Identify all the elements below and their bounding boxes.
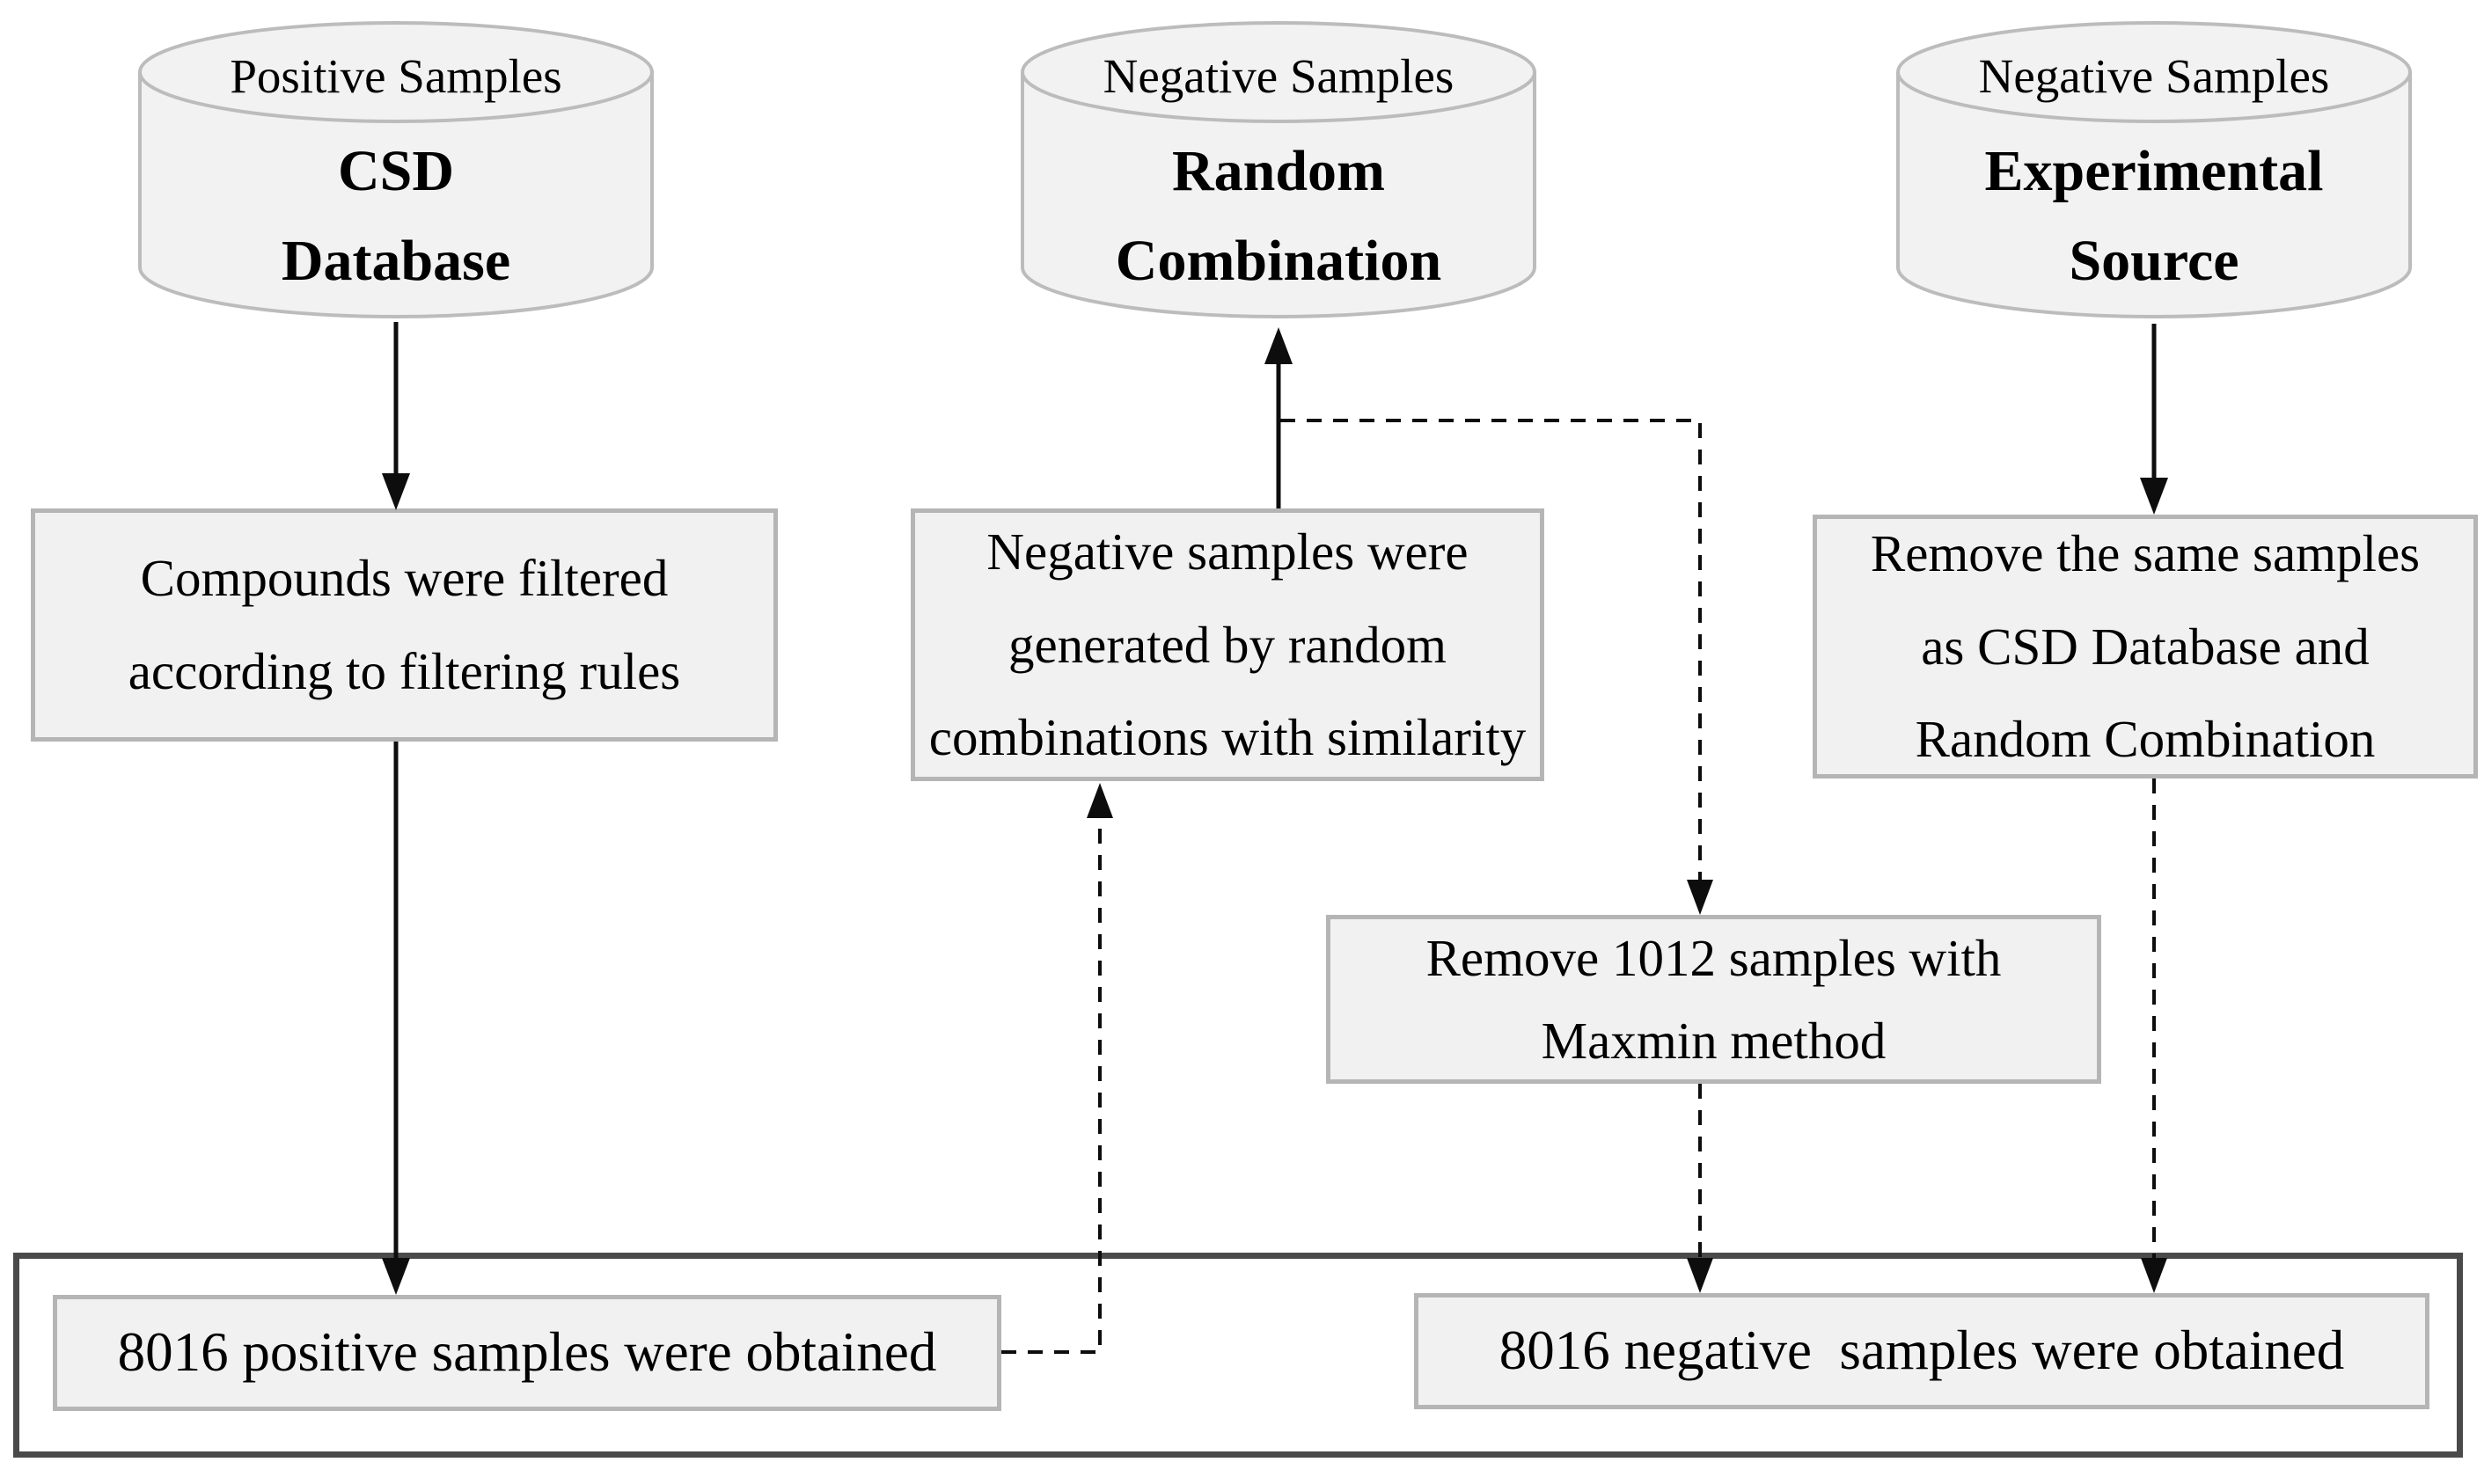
cylinder-random-tag: Negative Samples	[1103, 48, 1454, 103]
box-negative-samples-obtained: 8016 negative samples were obtained	[1414, 1293, 2429, 1409]
cylinder-csd-label: CSD Database	[281, 138, 511, 293]
cylinder-experimental-label: Experimental Source	[1984, 138, 2324, 293]
arrow-random-to-maxmin	[1280, 419, 1713, 915]
box-negative-samples-obtained-label: 8016 negative samples were obtained	[1498, 1320, 2345, 1382]
box-negative-samples-generated: Negative samples were generated by rando…	[911, 508, 1544, 781]
cylinder-experimental-tag: Negative Samples	[1978, 48, 2330, 103]
database-cylinder-icon	[1896, 21, 2412, 318]
arrow-dedupe-to-negative	[2141, 779, 2167, 1293]
arrow-experimental-to-dedupe	[2140, 324, 2168, 515]
cylinder-csd-database: Positive Samples CSD Database	[136, 16, 656, 325]
box-positive-samples-obtained-label: 8016 positive samples were obtained	[117, 1321, 937, 1384]
database-cylinder-icon	[138, 21, 654, 318]
cylinder-random-combination: Negative Samples Random Combination	[1019, 16, 1538, 325]
box-positive-samples-obtained: 8016 positive samples were obtained	[53, 1295, 1001, 1411]
box-remove-same-samples-label: Remove the same samples as CSD Database …	[1870, 524, 2421, 768]
box-negative-samples-generated-label: Negative samples were generated by rando…	[928, 523, 1527, 766]
cylinder-csd-tag: Positive Samples	[230, 48, 562, 103]
box-remove-1012-maxmin: Remove 1012 samples with Maxmin method	[1326, 915, 2101, 1084]
cylinder-experimental-source: Negative Samples Experimental Source	[1894, 16, 2414, 325]
box-remove-1012-maxmin-label: Remove 1012 samples with Maxmin method	[1425, 928, 2002, 1070]
database-cylinder-icon	[1021, 21, 1536, 318]
arrow-maxmin-to-negative	[1687, 1084, 1713, 1293]
arrow-generate-to-random	[1264, 327, 1293, 508]
cylinder-random-label: Random Combination	[1115, 138, 1442, 293]
box-remove-same-samples: Remove the same samples as CSD Database …	[1813, 515, 2478, 779]
box-compounds-filtered: Compounds were filtered according to fil…	[31, 508, 778, 742]
arrow-positive-to-generate	[1001, 783, 1113, 1354]
arrow-csd-to-filter	[382, 322, 410, 510]
arrow-filter-to-positive	[382, 742, 410, 1295]
box-compounds-filtered-label: Compounds were filtered according to fil…	[128, 549, 681, 700]
